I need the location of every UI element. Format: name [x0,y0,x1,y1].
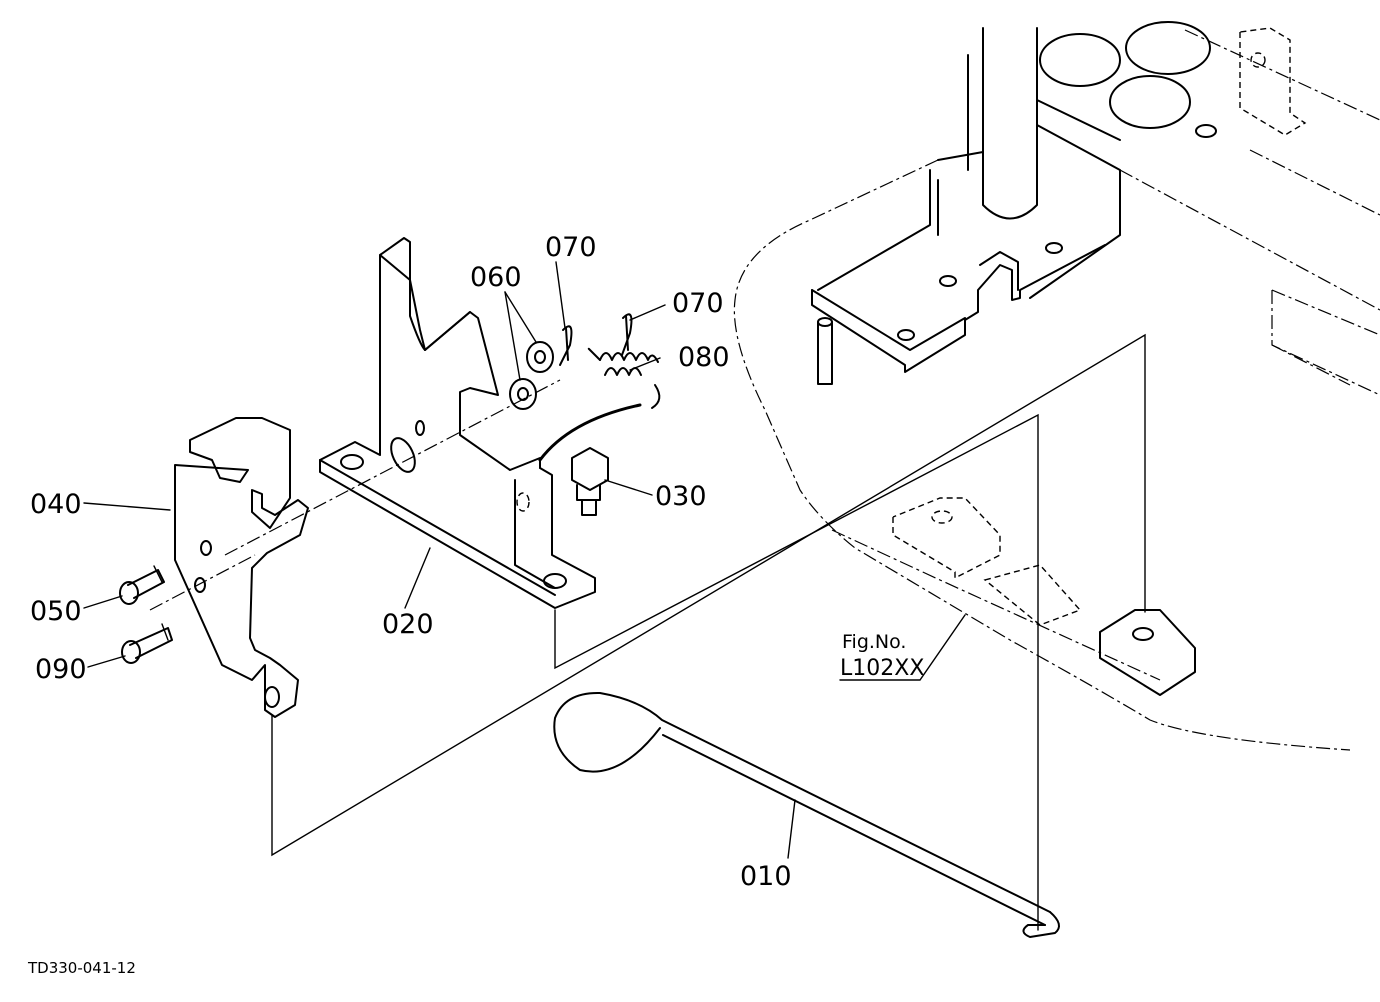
label-040: 040 [30,489,82,520]
label-070-right: 070 [672,288,724,319]
label-060: 060 [470,262,522,293]
part-050-pin [119,565,165,605]
part-030-bolt [571,447,609,516]
label-080: 080 [678,342,730,373]
drawing-code: TD330-041-12 [28,959,136,977]
part-040-plate [174,417,309,718]
machine-frame [733,21,1380,751]
leader-lines [149,333,1146,931]
label-020: 020 [382,609,434,640]
figure-reference-title: Fig.No. [842,631,907,653]
part-070-snap-pins [559,313,633,366]
label-050: 050 [30,596,82,627]
callout-leaders [83,261,966,859]
figure-reference-number: L102XX [840,656,925,681]
label-090: 090 [35,654,87,685]
label-070-top: 070 [545,232,597,263]
label-030: 030 [655,481,707,512]
part-020-bracket [319,237,596,609]
part-090-pin [121,623,173,664]
part-060-washers [509,341,554,410]
part-010-rod [553,691,1060,938]
label-010: 010 [740,861,792,892]
